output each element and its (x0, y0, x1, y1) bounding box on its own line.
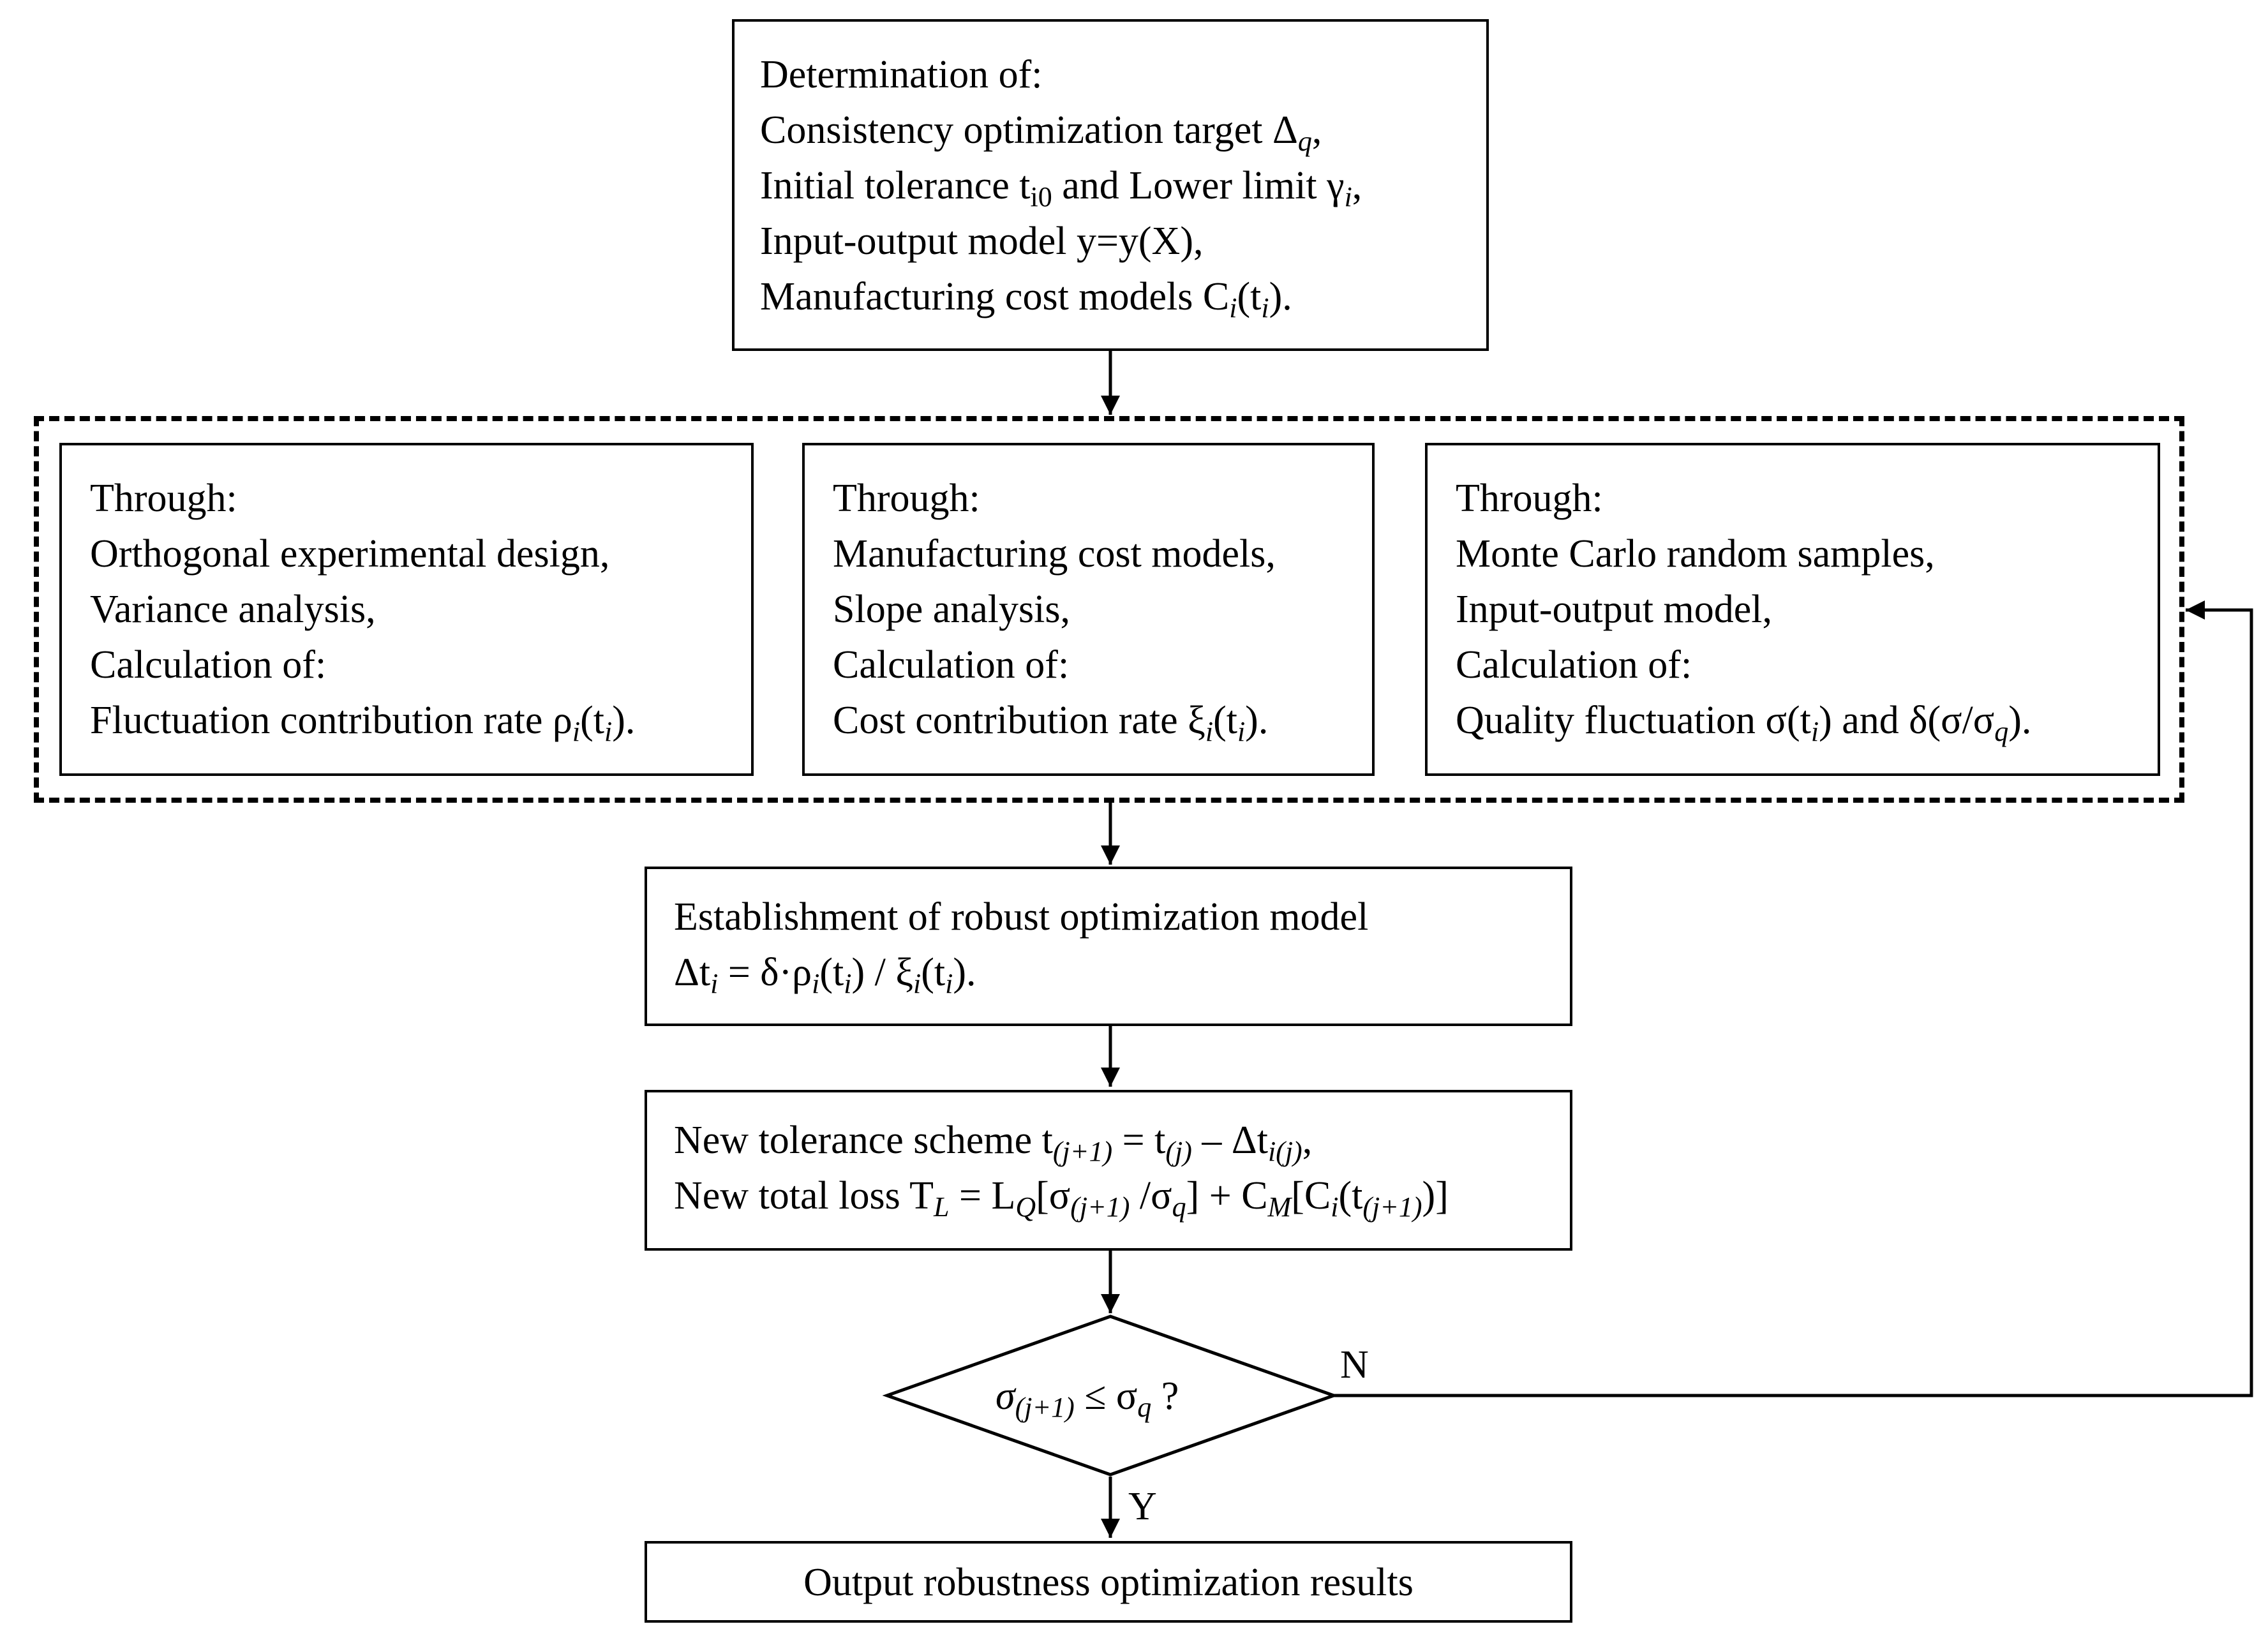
input-output-model-line: Input-output model y=y(X), (760, 220, 1204, 263)
middle-line-1: Manufacturing cost models, (833, 532, 1276, 576)
output-results-box: Output robustness optimization results (645, 1541, 1572, 1623)
determination-box: Determination of: Consistency optimizati… (732, 19, 1489, 351)
right-line-1: Monte Carlo random samples, (1456, 532, 1935, 576)
new-total-loss-line: New total loss TL = LQ[σ(j+1) /σq] + CM[… (674, 1174, 1449, 1223)
robust-model-box: Establishment of robust optimization mod… (645, 867, 1572, 1026)
feedback-loop-arrow (1334, 600, 2253, 1397)
output-results-text: Output robustness optimization results (803, 1561, 1414, 1604)
right-line-4: Quality fluctuation σ(ti) and δ(σ/σq). (1456, 699, 2032, 747)
left-line-1: Orthogonal experimental design, (90, 532, 610, 576)
middle-line-4: Cost contribution rate ξi(ti). (833, 699, 1269, 747)
left-line-3: Calculation of: (90, 643, 327, 687)
decision-diamond (882, 1314, 1339, 1477)
decision-condition: σ(j+1) ≤ σq ? (996, 1374, 1179, 1423)
yes-branch-label: Y (1128, 1485, 1157, 1528)
cost-models-line: Manufacturing cost models Ci(ti). (760, 275, 1292, 324)
determination-heading: Determination of: (760, 53, 1043, 96)
analysis-group-dashed (34, 416, 2184, 803)
middle-line-3: Calculation of: (833, 643, 1070, 687)
cost-analysis-box: Through: Manufacturing cost models, Slop… (802, 443, 1375, 776)
left-line-4: Fluctuation contribution rate ρi(ti). (90, 699, 636, 747)
robust-model-title: Establishment of robust optimization mod… (674, 895, 1369, 939)
middle-line-2: Slope analysis, (833, 588, 1070, 631)
right-heading: Through: (1456, 477, 1603, 520)
right-line-3: Calculation of: (1456, 643, 1692, 687)
middle-heading: Through: (833, 477, 980, 520)
robust-model-formula: Δti = δ·ρi(ti) / ξi(ti). (674, 951, 976, 999)
initial-tolerance-line: Initial tolerance ti0 and Lower limit γi… (760, 164, 1362, 212)
new-tolerance-box: New tolerance scheme t(j+1) = t(j) – Δti… (645, 1090, 1572, 1251)
no-branch-label: N (1340, 1343, 1369, 1387)
left-heading: Through: (90, 477, 237, 520)
left-line-2: Variance analysis, (90, 588, 376, 631)
fluctuation-analysis-box: Through: Orthogonal experimental design,… (59, 443, 754, 776)
consistency-target-line: Consistency optimization target Δq, (760, 108, 1322, 157)
new-tolerance-scheme-line: New tolerance scheme t(j+1) = t(j) – Δti… (674, 1119, 1313, 1167)
right-line-2: Input-output model, (1456, 588, 1772, 631)
quality-analysis-box: Through: Monte Carlo random samples, Inp… (1425, 443, 2160, 776)
